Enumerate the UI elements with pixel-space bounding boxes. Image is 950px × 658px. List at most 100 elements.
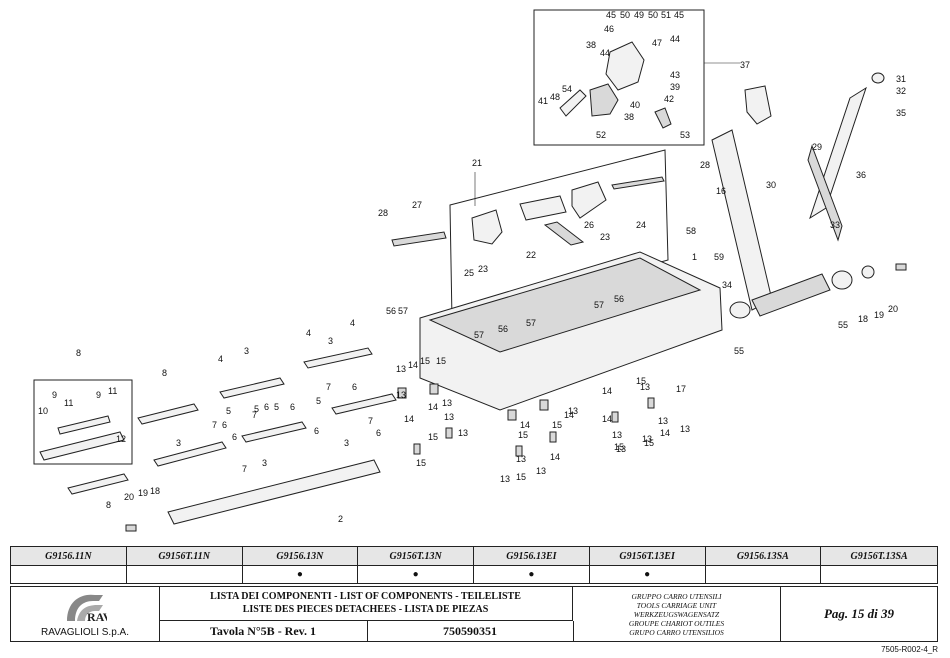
callout: 4 — [350, 318, 355, 328]
callout: 47 — [652, 38, 662, 48]
variant-code: G9156T.13SA — [821, 547, 937, 566]
callout: 1 — [692, 252, 697, 262]
group-name: WERKZEUGSWAGENSATZ — [633, 610, 720, 619]
callout: 13 — [396, 364, 406, 374]
page-number: Pag. 15 di 39 — [823, 606, 895, 621]
guide-bar — [167, 459, 381, 525]
callout: 13 — [458, 428, 468, 438]
callout: 56 — [498, 324, 508, 334]
callout: 15 — [552, 420, 562, 430]
callout: 15 — [636, 376, 646, 386]
callout: 29 — [812, 142, 822, 152]
callout: 13 — [396, 390, 406, 400]
callout: 43 — [670, 70, 680, 80]
callout: 14 — [520, 420, 530, 430]
callout: 15 — [518, 430, 528, 440]
variant-mark: ● — [590, 566, 706, 583]
callout: 14 — [602, 386, 612, 396]
callout: 7 — [326, 382, 331, 392]
callout: 14 — [660, 428, 670, 438]
detail-box-slide — [449, 149, 669, 321]
callout: 51 — [661, 10, 671, 20]
list-title-line: LISTE DES PIECES DETACHEES - LISTA DE PI… — [242, 604, 489, 615]
variant-mark — [706, 566, 822, 583]
callout: 57 — [594, 300, 604, 310]
component-list-title: LISTA DEI COMPONENTI - LIST OF COMPONENT… — [159, 587, 573, 621]
callout: 56 — [386, 306, 396, 316]
callout: 18 — [150, 486, 160, 496]
callout: 3 — [344, 438, 349, 448]
callout: 7 — [212, 420, 217, 430]
callout: 17 — [676, 384, 686, 394]
callout: 6 — [376, 428, 381, 438]
callout: 22 — [526, 250, 536, 260]
callout: 15 — [428, 432, 438, 442]
callout: 50 — [620, 10, 630, 20]
callout: 6 — [290, 402, 295, 412]
logo-text: RAV — [87, 610, 107, 624]
callout: 5 — [274, 402, 279, 412]
callout: 28 — [378, 208, 388, 218]
exploded-view-drawing: 45 50 49 50 51 45 46 47 44 38 44 43 39 4… — [33, 9, 907, 532]
callout: 28 — [700, 160, 710, 170]
callout: 44 — [600, 48, 610, 58]
callout: 13 — [516, 454, 526, 464]
callout: 15 — [516, 472, 526, 482]
callout: 5 — [226, 406, 231, 416]
callout: 26 — [584, 220, 594, 230]
callout: 45 — [606, 10, 616, 20]
callout: 6 — [314, 426, 319, 436]
callout: 5 — [254, 404, 259, 414]
variant-code: G9156.13EI — [474, 547, 590, 566]
callout: 30 — [766, 180, 776, 190]
callout: 50 — [648, 10, 658, 20]
callout: 6 — [264, 402, 269, 412]
company-logo: RAV — [67, 594, 107, 624]
callout: 34 — [722, 280, 732, 290]
callout: 3 — [328, 336, 333, 346]
callout: 13 — [500, 474, 510, 484]
callout: 45 — [674, 10, 684, 20]
callout: 36 — [856, 170, 866, 180]
callout: 20 — [888, 304, 898, 314]
callout: 2 — [338, 514, 343, 524]
callout: 46 — [604, 24, 614, 34]
callout: 3 — [176, 438, 181, 448]
callout: 38 — [586, 40, 596, 50]
callout: 14 — [408, 360, 418, 370]
callout: 27 — [412, 200, 422, 210]
variant-code: G9156.13N — [242, 547, 359, 566]
callout: 13 — [568, 406, 578, 416]
callout: 23 — [478, 264, 488, 274]
callout: 24 — [636, 220, 646, 230]
variants-table: G9156.11N G9156T.11N G9156.13N G9156T.13… — [10, 546, 938, 584]
logo-cell: RAV RAVAGLIOLI S.p.A. — [11, 587, 160, 641]
variant-code: G9156T.13EI — [589, 547, 706, 566]
company-name: RAVAGLIOLI S.p.A. — [41, 627, 129, 638]
callout: 15 — [614, 442, 624, 452]
callout: 18 — [858, 314, 868, 324]
callout: 56 — [614, 294, 624, 304]
callout: 32 — [896, 86, 906, 96]
callout: 13 — [658, 416, 668, 426]
callout: 54 — [562, 84, 572, 94]
variant-mark: ● — [358, 566, 474, 583]
callout: 8 — [106, 500, 111, 510]
callout: 3 — [244, 346, 249, 356]
callout: 13 — [442, 398, 452, 408]
variant-code: G9156.13SA — [705, 547, 822, 566]
callout: 13 — [640, 382, 650, 392]
callout: 7 — [252, 410, 257, 420]
callout: 15 — [420, 356, 430, 366]
callout: 44 — [670, 34, 680, 44]
list-title-line: LISTA DEI COMPONENTI - LIST OF COMPONENT… — [210, 591, 521, 602]
callout: 9 — [96, 390, 101, 400]
callout: 37 — [740, 60, 750, 70]
callout: 14 — [564, 410, 574, 420]
group-name: GROUPE CHARIOT OUTILES — [628, 619, 725, 628]
callout: 59 — [714, 252, 724, 262]
callout: 21 — [472, 158, 482, 168]
callout: 55 — [838, 320, 848, 330]
callout: 14 — [602, 414, 612, 424]
callout: 8 — [76, 348, 81, 358]
